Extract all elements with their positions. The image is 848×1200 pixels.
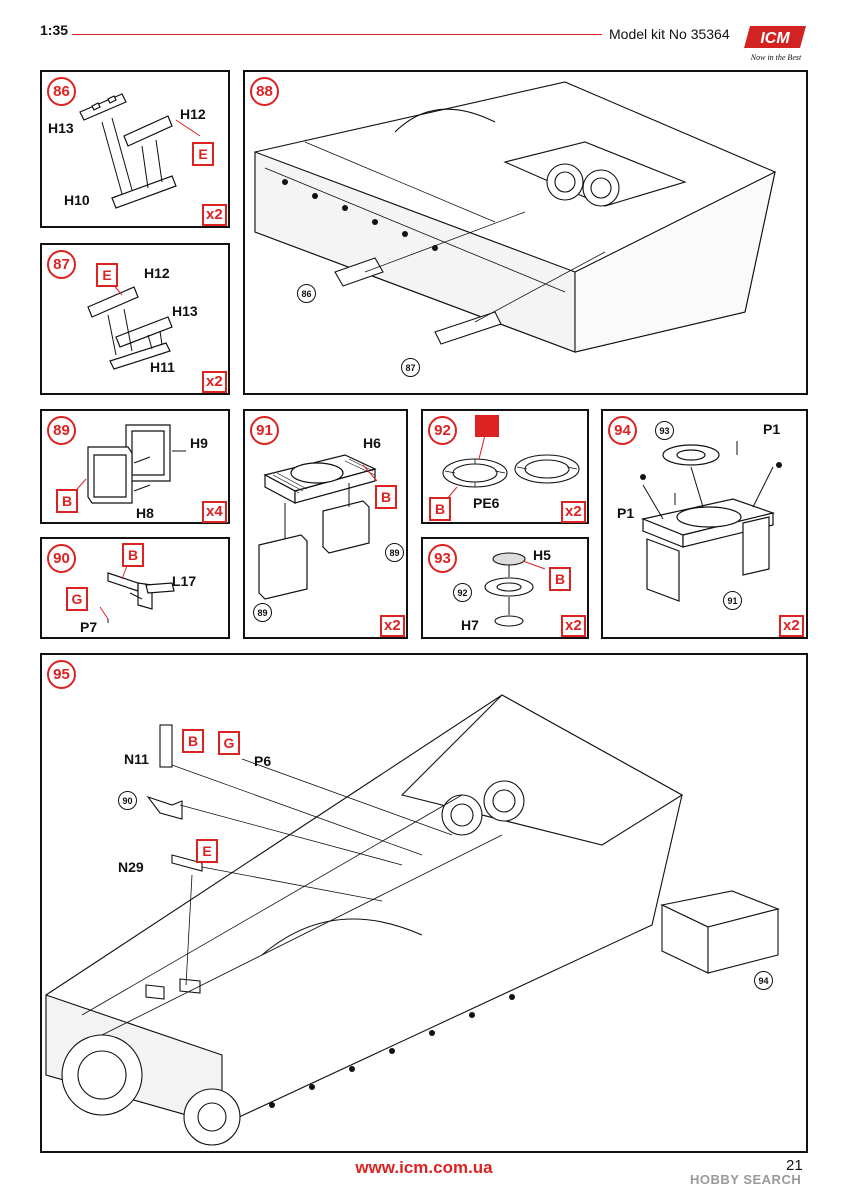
sprue-e-badge: E [192, 142, 214, 166]
step-number: 94 [608, 416, 637, 445]
step-95-chassis-drawing [45, 694, 780, 1146]
svg-text:Now in the Best: Now in the Best [750, 53, 802, 62]
icm-logo: ICM Now in the Best [742, 20, 814, 64]
quantity-badge: x4 [202, 501, 227, 523]
part-label-p7: P7 [80, 619, 98, 635]
step-ref-86: 86 [297, 284, 316, 303]
step-number: 95 [47, 660, 76, 689]
step-86-panel: 86 H13 H12 H10 E x2 [40, 70, 230, 228]
step-91-panel: 91 H6 B 89 89 x2 [243, 409, 408, 639]
step-94-panel: 94 93 P1 P1 91 x2 [601, 409, 808, 639]
step-number: 91 [250, 416, 279, 445]
part-label-h12: H12 [144, 265, 170, 281]
sprue-b-badge: B [375, 485, 397, 509]
step-90-panel: 90 B G L17 P7 [40, 537, 230, 639]
step-87-drawing [87, 282, 173, 370]
sprue-e-badge: E [96, 263, 118, 287]
step-number: 92 [428, 416, 457, 445]
part-label-l17: L17 [172, 573, 197, 589]
part-label-n11: N11 [124, 751, 149, 767]
sprue-g-badge: G [66, 587, 88, 611]
step-ref-92: 92 [453, 583, 472, 602]
sprue-b-badge: B [122, 543, 144, 567]
step-93-drawing [484, 552, 546, 627]
kit-number: Model kit No 35364 [609, 26, 730, 42]
step-number: 88 [250, 77, 279, 106]
step-ref-89: 89 [385, 543, 404, 562]
step-94-drawing [640, 441, 782, 602]
sprue-e-badge: E [196, 839, 218, 863]
quantity-badge: x2 [779, 615, 804, 637]
step-90-drawing [99, 562, 175, 623]
step-92-panel: 92 B PE6 x2 [421, 409, 589, 524]
page-number: 21 [786, 1157, 803, 1174]
quantity-badge: x2 [380, 615, 405, 637]
part-label-h11: H11 [150, 359, 175, 375]
watermark: HOBBY SEARCH [690, 1172, 802, 1187]
step-87-panel: 87 E H12 H13 H11 x2 [40, 243, 230, 395]
part-label-h7: H7 [461, 617, 479, 633]
step-88-panel: 88 86 87 [243, 70, 808, 395]
part-label-h13: H13 [172, 303, 198, 319]
part-label-n29: N29 [118, 859, 144, 875]
part-label-h9: H9 [190, 435, 208, 451]
step-number: 89 [47, 416, 76, 445]
step-86-drawing [79, 93, 201, 209]
photo-etch-icon [475, 415, 499, 437]
part-label-h5: H5 [533, 547, 551, 563]
scale-label: 1:35 [40, 22, 69, 38]
step-ref-91: 91 [723, 591, 742, 610]
step-ref-89: 89 [253, 603, 272, 622]
quantity-badge: x2 [202, 204, 227, 226]
part-label-p1: P1 [763, 421, 781, 437]
sprue-b-badge: B [429, 497, 451, 521]
step-ref-94: 94 [754, 971, 773, 990]
part-label-h10: H10 [64, 192, 90, 208]
quantity-badge: x2 [561, 501, 586, 523]
step-ref-87: 87 [401, 358, 420, 377]
quantity-badge: x2 [561, 615, 586, 637]
step-91-drawing [258, 454, 378, 600]
step-number: 87 [47, 250, 76, 279]
sprue-b-badge: B [182, 729, 204, 753]
part-label-p6: P6 [254, 753, 272, 769]
header-rule [72, 34, 602, 35]
sprue-g-badge: G [218, 731, 240, 755]
footer-website-link[interactable]: www.icm.com.ua [355, 1158, 493, 1177]
step-89-panel: 89 H9 H8 B x4 [40, 409, 230, 524]
part-label-h6: H6 [363, 435, 381, 451]
part-label-h8: H8 [136, 505, 154, 521]
sprue-b-badge: B [549, 567, 571, 591]
part-label-p1: P1 [617, 505, 635, 521]
step-number: 90 [47, 544, 76, 573]
step-95-panel: 95 N11 B G P6 90 E [40, 653, 808, 1153]
step-88-chassis-drawing [254, 81, 776, 353]
step-number: 93 [428, 544, 457, 573]
part-label-h12: H12 [180, 106, 206, 122]
quantity-badge: x2 [202, 371, 227, 393]
step-93-panel: 93 H5 B 92 H7 x2 [421, 537, 589, 639]
sprue-b-badge: B [56, 489, 78, 513]
step-ref-90: 90 [118, 791, 137, 810]
part-label-pe6: PE6 [473, 495, 500, 511]
step-number: 86 [47, 77, 76, 106]
part-label-h13: H13 [48, 120, 74, 136]
svg-text:ICM: ICM [760, 30, 790, 47]
step-92-drawing [442, 434, 580, 500]
step-ref-93: 93 [655, 421, 674, 440]
step-89-drawing [71, 424, 186, 504]
